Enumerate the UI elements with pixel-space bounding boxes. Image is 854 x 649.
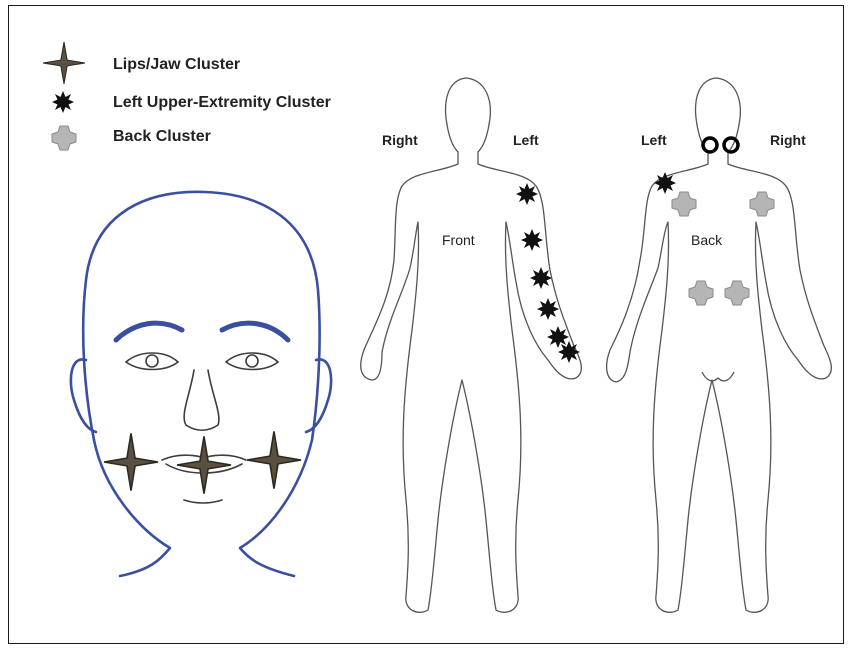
four-point-star-icon [43, 42, 85, 84]
black-burst-icon [521, 229, 543, 251]
black-burst-icon [516, 183, 538, 205]
back-left-label: Left [641, 132, 667, 148]
legend: Lips/Jaw Cluster Left Upper-Extremity Cl… [43, 42, 331, 150]
back-right-label: Right [770, 132, 806, 148]
nose [184, 370, 219, 430]
chin-line [184, 500, 222, 503]
back-body-outline [607, 78, 832, 612]
four-point-star-icon [247, 431, 301, 488]
gray-cross-icon [725, 281, 749, 305]
black-burst-icon [547, 326, 569, 348]
front-body-outline [361, 78, 582, 612]
iris-right [246, 355, 258, 367]
eyebrow-right [222, 323, 288, 340]
four-point-star-icon [104, 433, 158, 490]
legend-item-back: Back Cluster [52, 126, 211, 150]
gray-cross-icon [52, 126, 76, 150]
black-burst-icon [558, 341, 580, 363]
gray-cross-icon [750, 192, 774, 216]
gray-cross-icon [689, 281, 713, 305]
black-burst-icon [530, 267, 552, 289]
lips-jaw-markers [104, 431, 301, 493]
front-right-label: Right [382, 132, 418, 148]
legend-label-back: Back Cluster [113, 128, 211, 145]
eyebrow-left [116, 323, 182, 340]
back-cluster-markers [672, 192, 774, 305]
iris-left [146, 355, 158, 367]
ring-marker-icon [724, 138, 738, 152]
black-burst-icon [654, 172, 676, 194]
back-buttocks-line [702, 372, 734, 381]
legend-label-lips-jaw: Lips/Jaw Cluster [113, 56, 240, 73]
ring-marker-icon [703, 138, 717, 152]
face-illustration [71, 192, 331, 576]
face-outline [83, 192, 319, 576]
legend-label-left-upper-extremity: Left Upper-Extremity Cluster [113, 94, 331, 111]
legend-item-lips-jaw: Lips/Jaw Cluster [43, 42, 240, 84]
front-view-label: Front [442, 232, 475, 248]
legend-item-left-upper-extremity: Left Upper-Extremity Cluster [52, 91, 331, 113]
black-burst-icon [537, 298, 559, 320]
black-burst-icon [52, 91, 74, 113]
four-point-star-icon [177, 436, 231, 493]
gray-cross-icon [672, 192, 696, 216]
front-left-label: Left [513, 132, 539, 148]
back-view-label: Back [691, 232, 723, 248]
